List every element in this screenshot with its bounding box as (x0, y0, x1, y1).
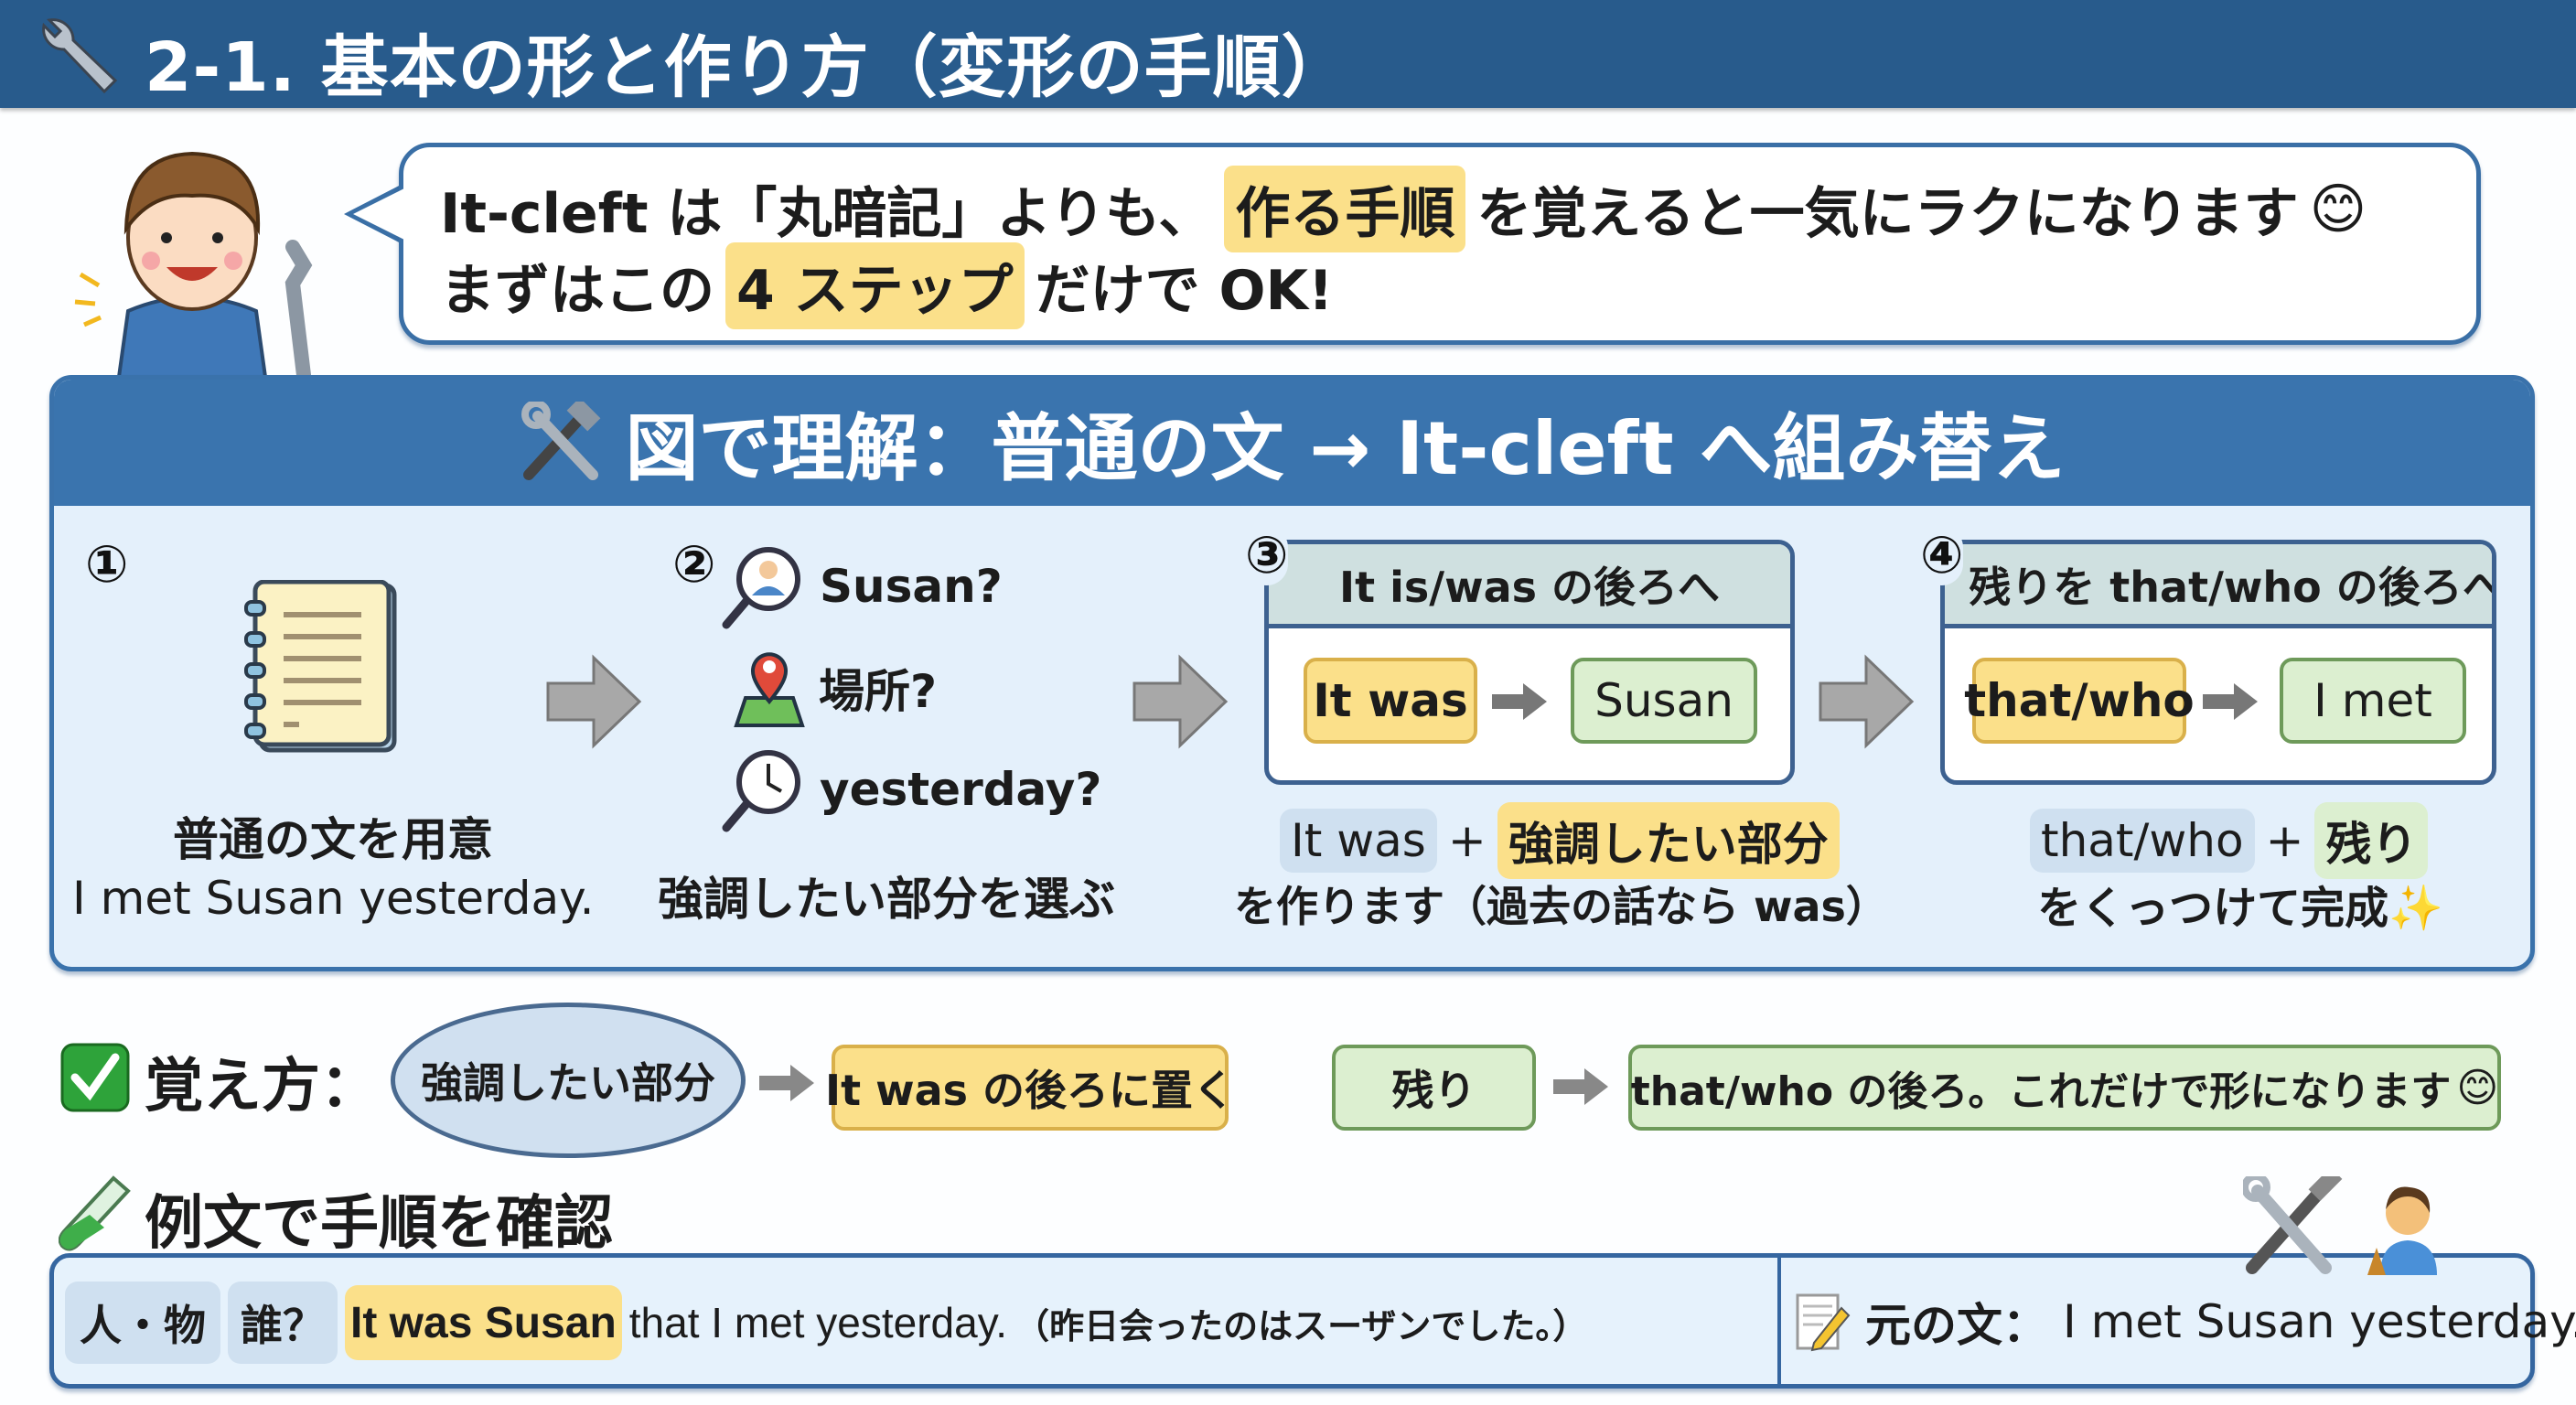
page-title: 2-1. 基本の形と作り方（変形の手順） (145, 28, 1350, 107)
panel-title: 図で理解：普通の文 → It-cleft へ組み替え (625, 406, 2066, 491)
tag-person-thing: 人・物 (65, 1282, 220, 1364)
notebook-icon (244, 580, 397, 753)
highlight-it-was-susan: It was Susan (345, 1285, 622, 1360)
formula-emphasis: 強調したい部分 (1497, 802, 1840, 879)
arrow-right-icon (1492, 683, 1547, 720)
smile-emoji-icon: 😊 (2309, 177, 2367, 241)
step-4-number: ④ (1920, 526, 1964, 585)
original-sentence: 元の文： I met Susan yesterday. (1796, 1289, 2576, 1355)
step-arrow-icon (1132, 654, 1229, 749)
arrow-right-icon (2203, 683, 2258, 720)
step-1-caption: 普通の文を用意 (173, 813, 493, 866)
wrench-icon (42, 18, 118, 94)
step-arrow-icon (1819, 654, 1915, 749)
question-item: 場所? (733, 647, 937, 729)
bubble-text: It-cleft は「丸暗記」よりも、 (440, 182, 1214, 246)
bubble-text: を覚えると一気にラクになります (1476, 182, 2299, 246)
formula-rest: 残り (2314, 802, 2429, 879)
memo-oval: 強調したい部分 (391, 1003, 746, 1158)
step-4-head: 残りを that/who の後ろへ (1945, 544, 2492, 628)
memo-box-rest: 残り (1332, 1045, 1536, 1131)
question-label: yesterday? (820, 763, 1102, 816)
step-4-box: 残りを that/who の後ろへ that/who I met (1940, 540, 2496, 785)
sparkle-icon: ✨ (2388, 883, 2443, 934)
sentence-rest: that I met yesterday. (628, 1299, 1008, 1346)
original-label: 元の文： (1865, 1299, 2048, 1352)
chip-it-was: It was (1304, 658, 1477, 744)
diagram-panel: 図で理解：普通の文 → It-cleft へ組み替え ① 普通の文を用意 I m… (49, 375, 2535, 971)
step-4-caption: をくっつけて完成✨ (1993, 872, 2487, 936)
bubble-highlight: 4 ステップ (725, 242, 1025, 329)
chip-that-who: that/who (1964, 658, 2195, 744)
map-pin-icon (734, 652, 805, 727)
memo-box-text: that/who の後ろ。これだけで形になります (1630, 1068, 2452, 1115)
step-4-formula: that/who + 残り (2030, 802, 2429, 879)
panel-header: 図で理解：普通の文 → It-cleft へ組み替え (54, 380, 2530, 506)
plus-sign: + (2265, 814, 2304, 867)
tag-who: 誰？ (228, 1282, 338, 1364)
formula-it-was: It was (1280, 809, 1437, 873)
bubble-highlight: 作る手順 (1224, 166, 1466, 252)
step-3-head: It is/was の後ろへ (1269, 544, 1790, 628)
chip-i-met: I met (2280, 658, 2466, 744)
mechanic-character-icon (74, 151, 313, 377)
divider (1777, 1258, 1781, 1384)
question-label: 場所? (819, 665, 938, 718)
original-text: I met Susan yesterday. (2063, 1295, 2576, 1348)
hammer-wrench-icon (521, 402, 600, 480)
question-item: Susan? (719, 542, 1003, 630)
formula-that-who: that/who (2030, 809, 2255, 873)
smile-emoji-icon: 😊 (2456, 1064, 2499, 1111)
step-2-number: ② (672, 535, 716, 595)
step-3-caption: を作ります（過去の話なら was） (1234, 882, 1888, 931)
memo-box-it-was: It was の後ろに置く (825, 1045, 1235, 1131)
bubble-text: まずはこの (440, 259, 714, 323)
header-bar: 2-1. 基本の形と作り方（変形の手順） (0, 0, 2576, 108)
step-2-caption: 強調したい部分を選ぶ (658, 873, 1115, 926)
arrow-right-icon (759, 1065, 814, 1101)
bubble-tail-inner (353, 188, 404, 240)
person-search-icon (722, 547, 800, 629)
example-heading: 例文で手順を確認 (145, 1190, 613, 1258)
chip-susan: Susan (1571, 658, 1757, 744)
step-1-sentence: I met Susan yesterday. (72, 872, 595, 925)
memo-box-that-who: that/who の後ろ。これだけで形になります😊 (1628, 1045, 2501, 1131)
speech-bubble: It-cleft は「丸暗記」よりも、 作る手順 を覚えると一気にラクになります… (399, 143, 2481, 345)
clock-search-icon (722, 750, 800, 832)
step-4-caption-text: をくっつけて完成 (2037, 883, 2389, 934)
step-arrow-icon (546, 654, 642, 749)
translation: （昨日会ったのはスーザンでした。） (1014, 1307, 1588, 1346)
example-box: 人・物 誰？ It was Susan that I met yesterday… (49, 1253, 2576, 1389)
tools-and-person-icon (2243, 1176, 2437, 1275)
step-3-box: It is/was の後ろへ It was Susan (1264, 540, 1795, 785)
plus-sign: + (1447, 814, 1487, 867)
step-3-formula: It was + 強調したい部分 (1280, 802, 1840, 879)
bubble-text: だけで OK! (1035, 259, 1334, 323)
question-label: Susan? (820, 560, 1003, 613)
step-1-number: ① (85, 535, 129, 595)
test-tube-icon (59, 1175, 131, 1251)
memo-label: 覚え方： (145, 1053, 379, 1121)
example-sentence: 人・物 誰？ It was Susan that I met yesterday… (65, 1282, 1587, 1364)
question-item: yesterday? (719, 745, 1101, 833)
step-3-number: ③ (1245, 526, 1289, 585)
memo-pencil-icon (1796, 1293, 1851, 1352)
arrow-right-icon (1553, 1068, 1608, 1105)
check-mark-icon (60, 1043, 130, 1112)
